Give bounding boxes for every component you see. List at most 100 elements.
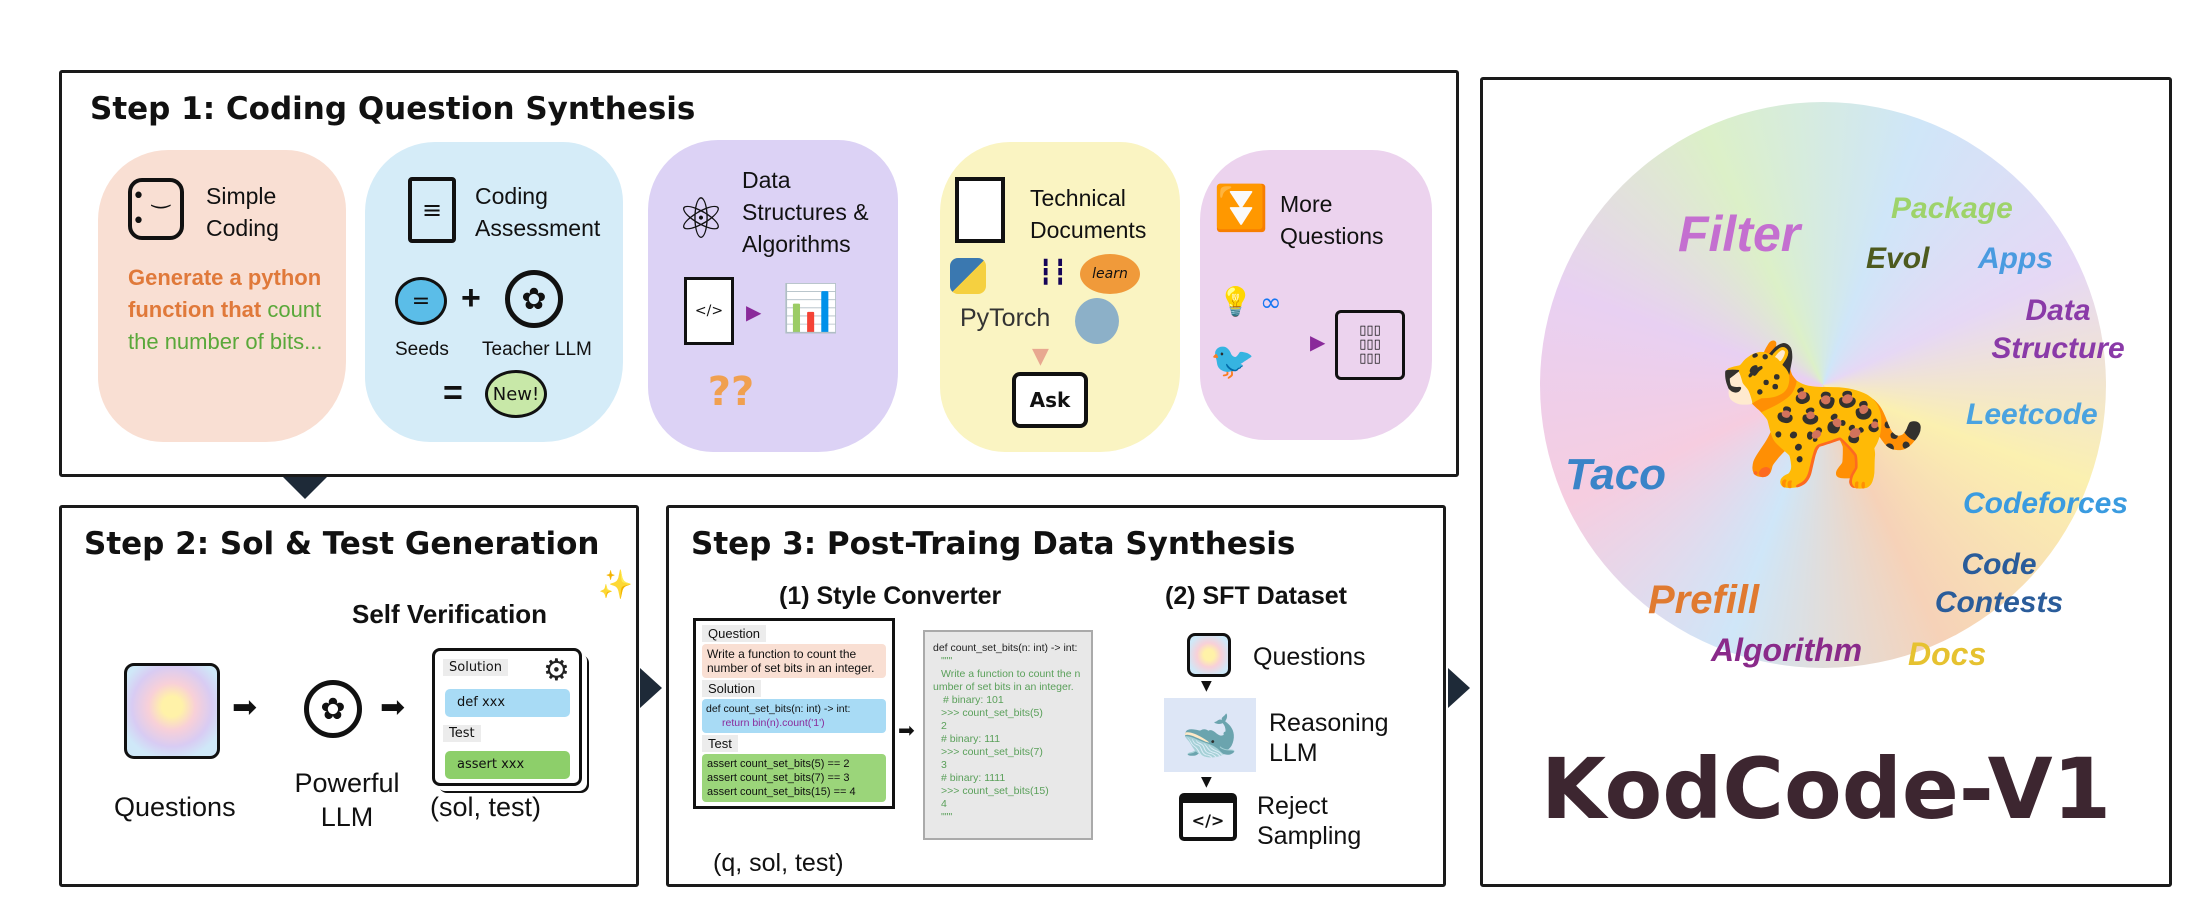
leopard-cat-mascot: 🐆: [1717, 301, 1929, 499]
question-text: Write a function to count the number of …: [702, 644, 886, 678]
new-bubble: New!: [485, 370, 547, 418]
code-line: >>> count_set_bits(5): [941, 707, 1043, 719]
questions-blob-icon: [1187, 633, 1231, 677]
source-word: Data Structure: [1991, 294, 2125, 365]
code-line: # binary: 101: [943, 694, 1004, 706]
code-window-icon: </>: [1179, 793, 1237, 841]
test-code: assert count_set_bits(5) == 2 assert cou…: [702, 754, 886, 802]
prompt-green: count the number of bits...: [128, 297, 323, 354]
documents-icon: [955, 177, 1005, 243]
step3-panel: Step 3: Post-Traing Data Synthesis (1) S…: [666, 505, 1446, 887]
card-label: More Questions: [1280, 191, 1384, 249]
powerful-llm-label: Powerful LLM: [294, 768, 400, 832]
step1-title: Step 1: Coding Question Synthesis: [90, 91, 696, 127]
sft-questions-label: Questions: [1253, 643, 1366, 671]
equals-sign: =: [443, 374, 463, 412]
solution-line: def count_set_bits(n: int) -> int:: [706, 703, 851, 715]
code-line: """: [941, 811, 953, 823]
card-technical-documents: Technical Documents ┇┇ learn PyTorch ▼ A…: [940, 142, 1180, 452]
card-label: Technical Documents: [1030, 185, 1147, 243]
meta-logo-icon: ∞: [1260, 288, 1282, 318]
chart-magnifier-icon: 📊: [782, 280, 840, 335]
lightbulb-icon: 💡: [1218, 285, 1253, 318]
sft-dataset-label: (2) SFT Dataset: [1165, 582, 1347, 610]
kodcode-panel: 🐆 Filter Package Evol Apps Data Structur…: [1480, 77, 2172, 887]
solution-tag: Solution: [702, 680, 761, 697]
code-line: # binary: 111: [941, 733, 1001, 745]
ask-bubble: Ask: [1012, 372, 1088, 428]
play-arrow-icon: ▶: [1310, 330, 1326, 354]
seeds-chat-icon: =: [395, 277, 447, 325]
pandas-logo-icon: ┇┇: [1038, 258, 1068, 286]
down-arrow-icon: ▼: [1201, 774, 1212, 790]
down-triangle-icon: ▼: [1032, 344, 1049, 369]
filter-info-icon: ⏬: [1213, 183, 1269, 234]
code-line: def count_set_bits(n: int) -> int:: [933, 642, 1078, 654]
robot-icon: • ‿ •: [128, 178, 184, 240]
source-word: Evol: [1866, 242, 1930, 275]
source-word: Prefill: [1648, 578, 1760, 622]
code-document-icon: </>: [684, 277, 734, 345]
code-line: >>> count_set_bits(15): [941, 785, 1049, 797]
source-word: Leetcode: [1966, 398, 2098, 431]
question-grid-icon: ▯▯▯▯▯▯▯▯▯: [1335, 310, 1405, 380]
converted-code-card: def count_set_bits(n: int) -> int: """ W…: [923, 630, 1093, 840]
arrow-step1-to-step2: [283, 477, 327, 499]
magpie-icon: 🐦: [1210, 341, 1255, 382]
question-bubbles-icon: ??: [707, 369, 755, 415]
style-converter-label: (1) Style Converter: [779, 582, 1002, 610]
dataset-name: KodCode-V1: [1540, 740, 2112, 838]
test-tag: Test: [443, 725, 481, 742]
arrow-step3-to-dataset: [1448, 668, 1470, 708]
down-arrow-icon: ▼: [1201, 678, 1212, 694]
clipboard-icon: ≡: [408, 177, 456, 243]
test-line: assert count_set_bits(7) == 3: [707, 772, 850, 784]
question-tag: Question: [702, 625, 767, 642]
code-line: # binary: 1111: [941, 772, 1006, 784]
card-coding-assessment: ≡ Coding Assessment = + ✿ Seeds Teacher …: [365, 142, 623, 442]
sol-test-label: (sol, test): [430, 792, 542, 822]
deepseek-whale-icon: 🐋: [1164, 698, 1256, 772]
source-word: Algorithm: [1711, 632, 1863, 668]
source-word: Taco: [1565, 450, 1667, 499]
openai-logo-icon: ✿: [304, 680, 362, 738]
python-logo-icon: [950, 258, 986, 294]
self-verification-label: Self Verification: [352, 599, 548, 629]
right-arrow-icon: ➡: [898, 718, 915, 742]
card-label: Data Structures & Algorithms: [742, 167, 869, 257]
card-data-structures: ⚛ Data Structures & Algorithms </> ▶ 📊 ?…: [648, 140, 898, 452]
questions-label: Questions: [114, 792, 236, 822]
openai-logo-icon: ✿: [505, 270, 563, 328]
card-simple-coding: • ‿ • Simple Coding Generate a python fu…: [98, 150, 346, 442]
code-line: """: [941, 655, 953, 667]
atom-icon: ⚛: [675, 186, 727, 252]
prompt-orange: Generate a python function that: [128, 265, 322, 322]
teacher-llm-label: Teacher LLM: [482, 339, 592, 360]
questions-blob-icon: [124, 663, 220, 759]
step2-panel: Step 2: Sol & Test Generation ✨ Self Ver…: [59, 505, 639, 887]
code-line: Write a function to count the n: [941, 668, 1081, 680]
test-tag: Test: [702, 735, 738, 752]
source-word: Apps: [1978, 242, 2053, 275]
source-word: Codeforces: [1963, 487, 2129, 520]
code-line: 2: [941, 720, 947, 732]
code-line: 3: [941, 759, 947, 771]
solution-line: return bin(n).count('1'): [722, 717, 825, 729]
reasoning-llm-label: Reasoning LLM: [1269, 709, 1389, 767]
solution-code: def count_set_bits(n: int) -> int: retur…: [702, 699, 886, 733]
right-arrow-icon: ➡: [232, 690, 258, 725]
source-word: Package: [1891, 192, 2013, 225]
qst-card: Question Write a function to count the n…: [693, 618, 895, 809]
card-label: Simple Coding: [206, 183, 279, 241]
dataset-sources-circle: [1540, 102, 2106, 668]
assert-block: assert xxx: [445, 751, 570, 779]
def-block: def xxx: [445, 689, 570, 717]
source-word: Code Contests: [1934, 548, 2064, 619]
solution-tag: Solution: [443, 659, 508, 676]
pytorch-logo: PyTorch: [960, 304, 1051, 332]
right-arrow-icon: ➡: [380, 690, 406, 725]
code-line: umber of set bits in an integer.: [933, 681, 1074, 693]
play-arrow-icon: ▶: [746, 300, 762, 324]
reject-sampling-label: Reject Sampling: [1257, 792, 1362, 850]
prompt-text: Generate a python function that count th…: [128, 262, 328, 358]
